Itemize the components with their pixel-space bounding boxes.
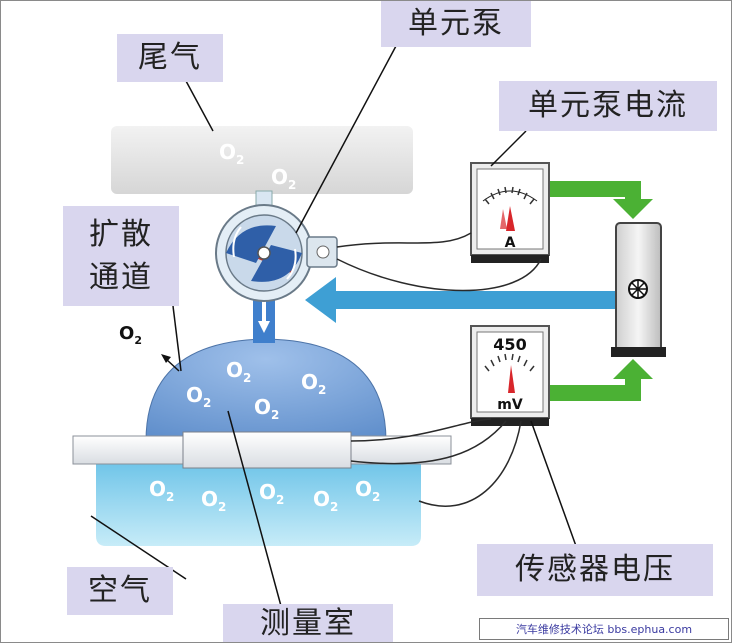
label-diffusion-line2: 通道 (89, 260, 153, 295)
label-exhaust: 尾气 (117, 34, 223, 82)
label-sensor-voltage: 传感器电压 (477, 544, 713, 596)
sensor-electrode (182, 431, 352, 469)
air-region (96, 459, 421, 546)
voltmeter-value: 450 (493, 335, 526, 354)
o2-molecule: O2 (119, 323, 142, 347)
label-diffusion-line1: 扩散 (89, 216, 153, 252)
o2-out-arrow (165, 358, 180, 372)
o2-molecules: O2 O2 O2 O2 O2 O2 O2 O2 O2 O2 O2 O2 (119, 140, 380, 514)
voltmeter-unit: mV (497, 397, 523, 413)
ammeter-unit: A (505, 235, 516, 251)
voltmeter (470, 325, 550, 426)
label-unit-pump: 单元泵 (381, 1, 531, 47)
label-diffusion-channel: 扩散 通道 (63, 206, 179, 306)
watermark: 汽车维修技术论坛 bbs.ephua.com (479, 618, 729, 640)
green-arrow-bottom (546, 359, 653, 401)
label-air: 空气 (67, 567, 173, 615)
unit-pump (215, 190, 338, 302)
label-pump-current: 单元泵电流 (499, 81, 717, 131)
measuring-chamber-dome (145, 338, 387, 442)
wires (336, 232, 542, 507)
label-measuring-chamber: 测量室 (223, 604, 393, 642)
diffusion-arrow (258, 321, 270, 333)
exhaust-region (111, 126, 413, 194)
ammeter (470, 162, 550, 263)
blue-feedback-bar (331, 291, 631, 309)
green-arrow-top (546, 181, 653, 219)
